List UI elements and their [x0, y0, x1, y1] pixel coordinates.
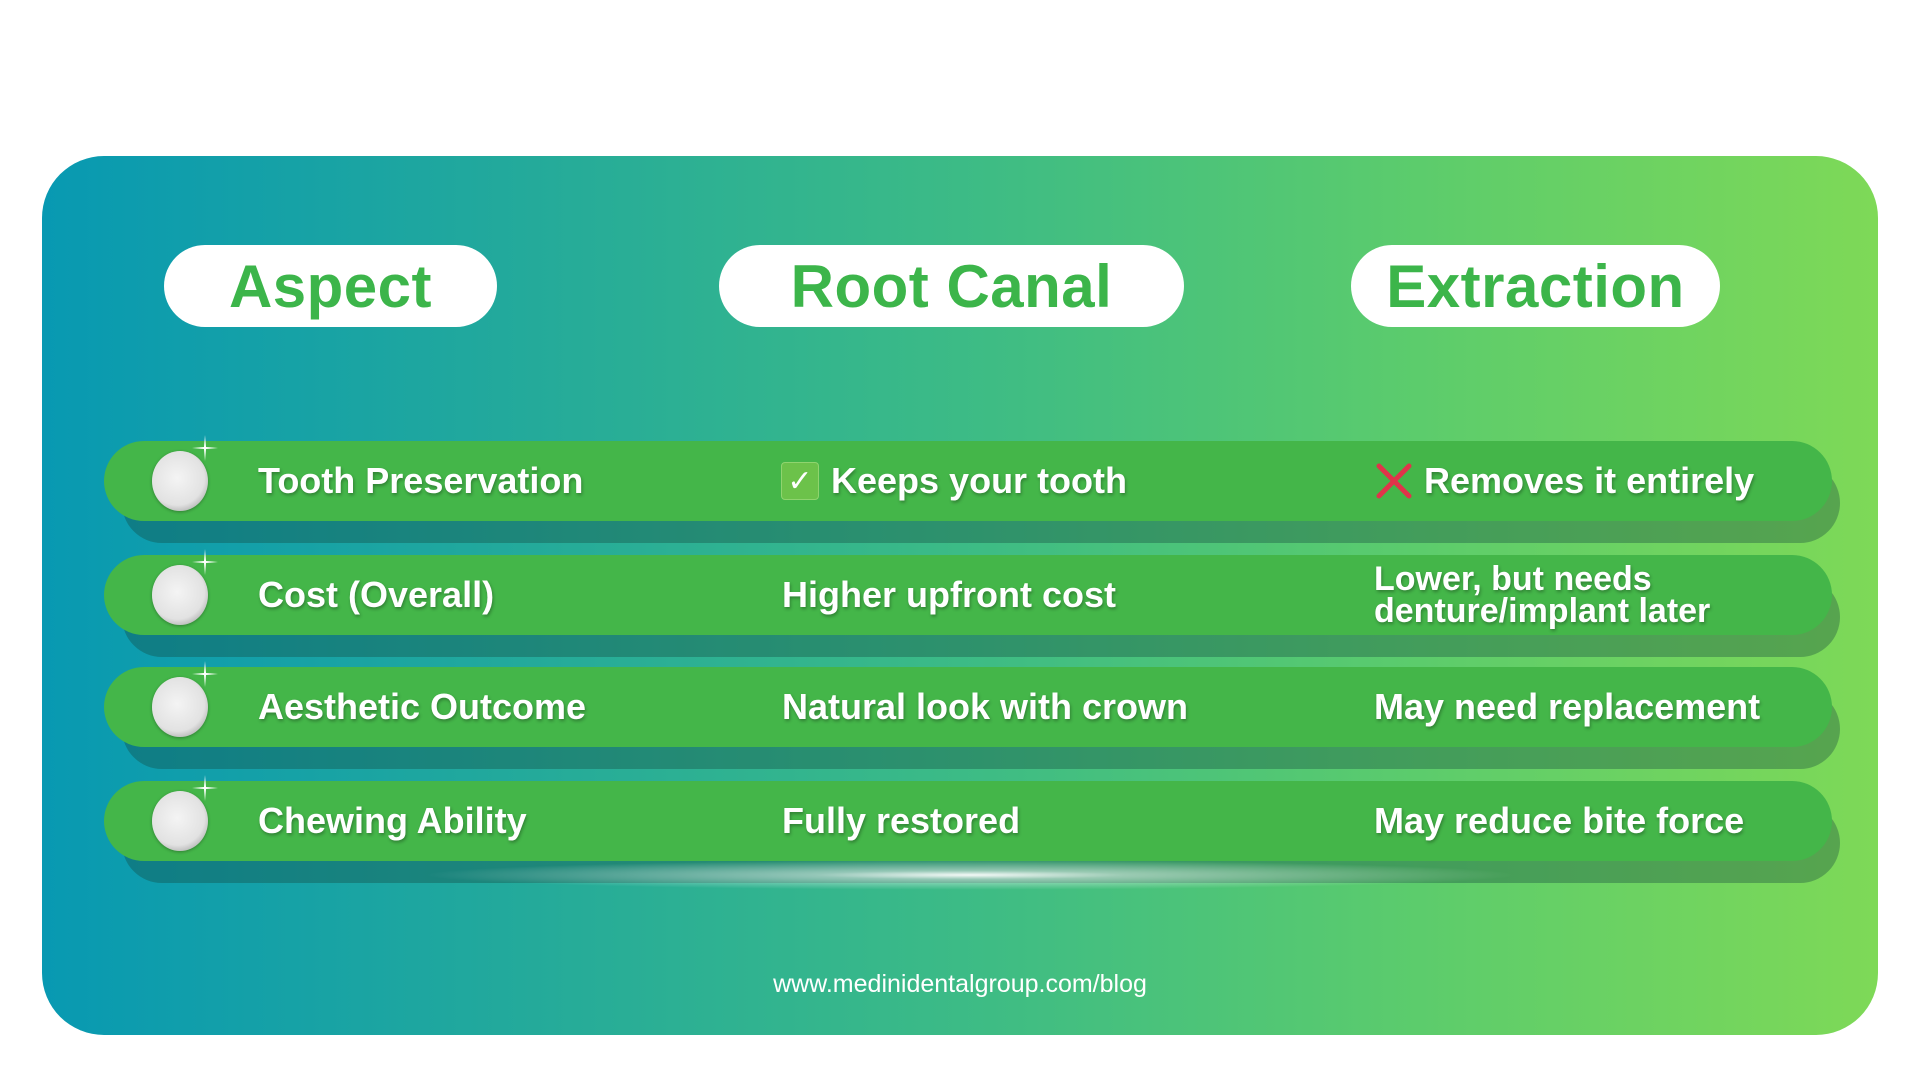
table-row: Tooth Preservation ✓ Keeps your tooth Re…: [104, 435, 1840, 543]
row-pill: [104, 667, 1832, 747]
coin-bullet-icon: [152, 677, 208, 737]
aspect-label: Chewing Ability: [258, 800, 527, 841]
table-row: Aesthetic Outcome Natural look with crow…: [104, 661, 1840, 769]
row-pill: [104, 555, 1832, 635]
coin-bullet-icon: [152, 565, 208, 625]
root-canal-value: Keeps your tooth: [831, 460, 1128, 501]
sparkle-icon: [192, 661, 218, 687]
aspect-label: Tooth Preservation: [258, 460, 584, 501]
extraction-value: Lower, but needs denture/implant later: [1374, 555, 1710, 635]
footer-url[interactable]: www.medinidentalgroup.com/blog: [773, 970, 1147, 998]
coin-bullet-icon: [152, 451, 208, 511]
light-glow: [420, 860, 1520, 890]
table-row: Cost (Overall) Higher upfront cost Lower…: [104, 549, 1840, 657]
row-pill: [104, 441, 1832, 521]
root-canal-value: Higher upfront cost: [782, 574, 1116, 615]
row-pill: [104, 781, 1832, 861]
header-root-canal: Root Canal: [719, 245, 1184, 327]
table-row: Chewing Ability Fully restored May reduc…: [104, 775, 1840, 883]
extraction-value: May need replacement: [1374, 686, 1761, 727]
extraction-value: Removes it entirely: [1424, 460, 1755, 501]
coin-bullet-icon: [152, 791, 208, 851]
root-canal-value: Fully restored: [782, 800, 1021, 841]
cross-icon: [1376, 463, 1412, 499]
root-canal-value: Natural look with crown: [782, 686, 1189, 727]
aspect-label: Cost (Overall): [258, 574, 495, 615]
header-extraction: Extraction: [1351, 245, 1720, 327]
sparkle-icon: [192, 435, 218, 461]
extraction-value: May reduce bite force: [1374, 800, 1745, 841]
sparkle-icon: [192, 549, 218, 575]
header-aspect: Aspect: [164, 245, 497, 327]
extraction-line-2: denture/implant later: [1374, 592, 1711, 630]
extraction-line-1: Lower, but needs: [1374, 560, 1652, 598]
check-icon: ✓: [781, 462, 819, 500]
sparkle-icon: [192, 775, 218, 801]
aspect-label: Aesthetic Outcome: [258, 686, 587, 727]
